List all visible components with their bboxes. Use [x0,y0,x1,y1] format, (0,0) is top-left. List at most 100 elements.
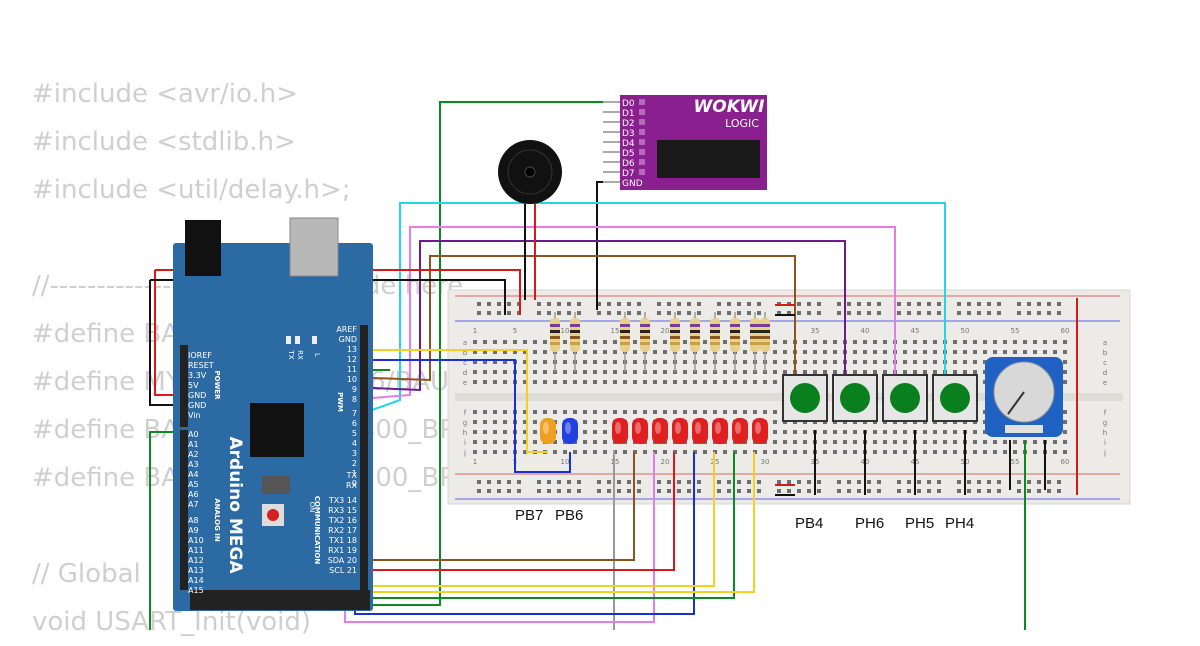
rail-hole [777,311,781,315]
breadboard-hole [603,360,607,364]
breadboard-hole [893,450,897,454]
breadboard-hole [653,380,657,384]
rail-hole [617,489,621,493]
push-button[interactable] [940,383,970,413]
breadboard-hole [1063,420,1067,424]
rail-hole [997,311,1001,315]
breadboard-hole [493,380,497,384]
label-pb6: PB6 [555,507,584,524]
breadboard-hole [483,430,487,434]
push-button[interactable] [840,383,870,413]
led[interactable] [732,418,748,444]
breadboard-hole [633,360,637,364]
breadboard-hole [633,410,637,414]
breadboard-column-number: 5 [513,327,517,335]
led[interactable] [752,418,768,444]
rail-hole [597,302,601,306]
rail-hole [1057,302,1061,306]
resistor [640,318,650,352]
rail-hole [847,489,851,493]
rail-hole [577,311,581,315]
rail-hole [697,489,701,493]
breadboard-hole [843,450,847,454]
arduino-pin-label: A2 [188,450,199,459]
push-button[interactable] [890,383,920,413]
rail-hole [937,302,941,306]
breadboard-hole [813,340,817,344]
potentiometer[interactable] [985,357,1063,437]
breadboard-hole [503,450,507,454]
arduino-pin-label: 2 [352,459,357,468]
led[interactable] [692,418,708,444]
led[interactable] [562,418,578,444]
breadboard-hole [1003,340,1007,344]
breadboard-hole [963,350,967,354]
led[interactable] [672,418,688,444]
breadboard-hole [493,410,497,414]
breadboard-hole [903,450,907,454]
breadboard-hole [773,370,777,374]
wire-green-logic-d0 [335,101,614,606]
rail-hole [917,311,921,315]
power-jack [185,220,221,276]
breadboard-hole [883,340,887,344]
rail-hole [497,311,501,315]
breadboard-hole [833,450,837,454]
breadboard-hole [493,430,497,434]
breadboard-hole [723,410,727,414]
breadboard-hole [613,380,617,384]
led[interactable] [612,418,628,444]
resistor-band [640,342,650,345]
breadboard-hole [483,450,487,454]
rail-hole [857,480,861,484]
resistor [690,318,700,352]
rail-hole [957,302,961,306]
breadboard-hole [583,380,587,384]
rail-hole [797,489,801,493]
logic-analyzer-pin-label: D6 [622,159,635,169]
breadboard-hole [733,410,737,414]
breadboard-column-number: 10 [561,327,570,335]
rail-hole [717,311,721,315]
leds [540,418,768,444]
arduino-pin-label: 5V [188,381,199,390]
resistor-band [620,342,630,345]
resistor [710,318,720,352]
arduino-pin-label: 6 [352,419,357,428]
breadboard-hole [603,440,607,444]
breadboard-hole [493,340,497,344]
arduino-pin-label: A9 [188,526,199,535]
breadboard-hole [603,370,607,374]
arduino-pin-label: A1 [188,440,199,449]
led[interactable] [632,418,648,444]
breadboard-hole [983,360,987,364]
resistor-band [750,324,760,327]
led-highlight [735,422,741,434]
arduino-pin-label: GND [188,401,206,410]
led[interactable] [652,418,668,444]
led[interactable] [712,418,728,444]
rail-hole [627,489,631,493]
rail-hole [737,302,741,306]
arduino-mega-board[interactable]: IOREFRESET3.3V5VGNDGNDVinPOWERA0A1A2A3A4… [173,217,373,611]
breadboard-hole [863,340,867,344]
breadboard-hole [533,440,537,444]
breadboard-hole [773,350,777,354]
arduino-pin-label: A12 [188,556,204,565]
push-button[interactable] [790,383,820,413]
breadboard-hole [473,340,477,344]
arduino-pin-label: ON [308,502,316,513]
logic-analyzer-pin-pad [639,159,645,165]
reset-button-cap[interactable] [267,509,279,521]
rail-hole [957,480,961,484]
arduino-pin-label: 7 [352,409,357,418]
breadboard-hole [703,340,707,344]
buzzer[interactable] [498,140,562,300]
breadboard-hole [923,450,927,454]
rail-hole [487,480,491,484]
led[interactable] [540,418,556,444]
rail-hole [927,489,931,493]
rail-hole [537,302,541,306]
